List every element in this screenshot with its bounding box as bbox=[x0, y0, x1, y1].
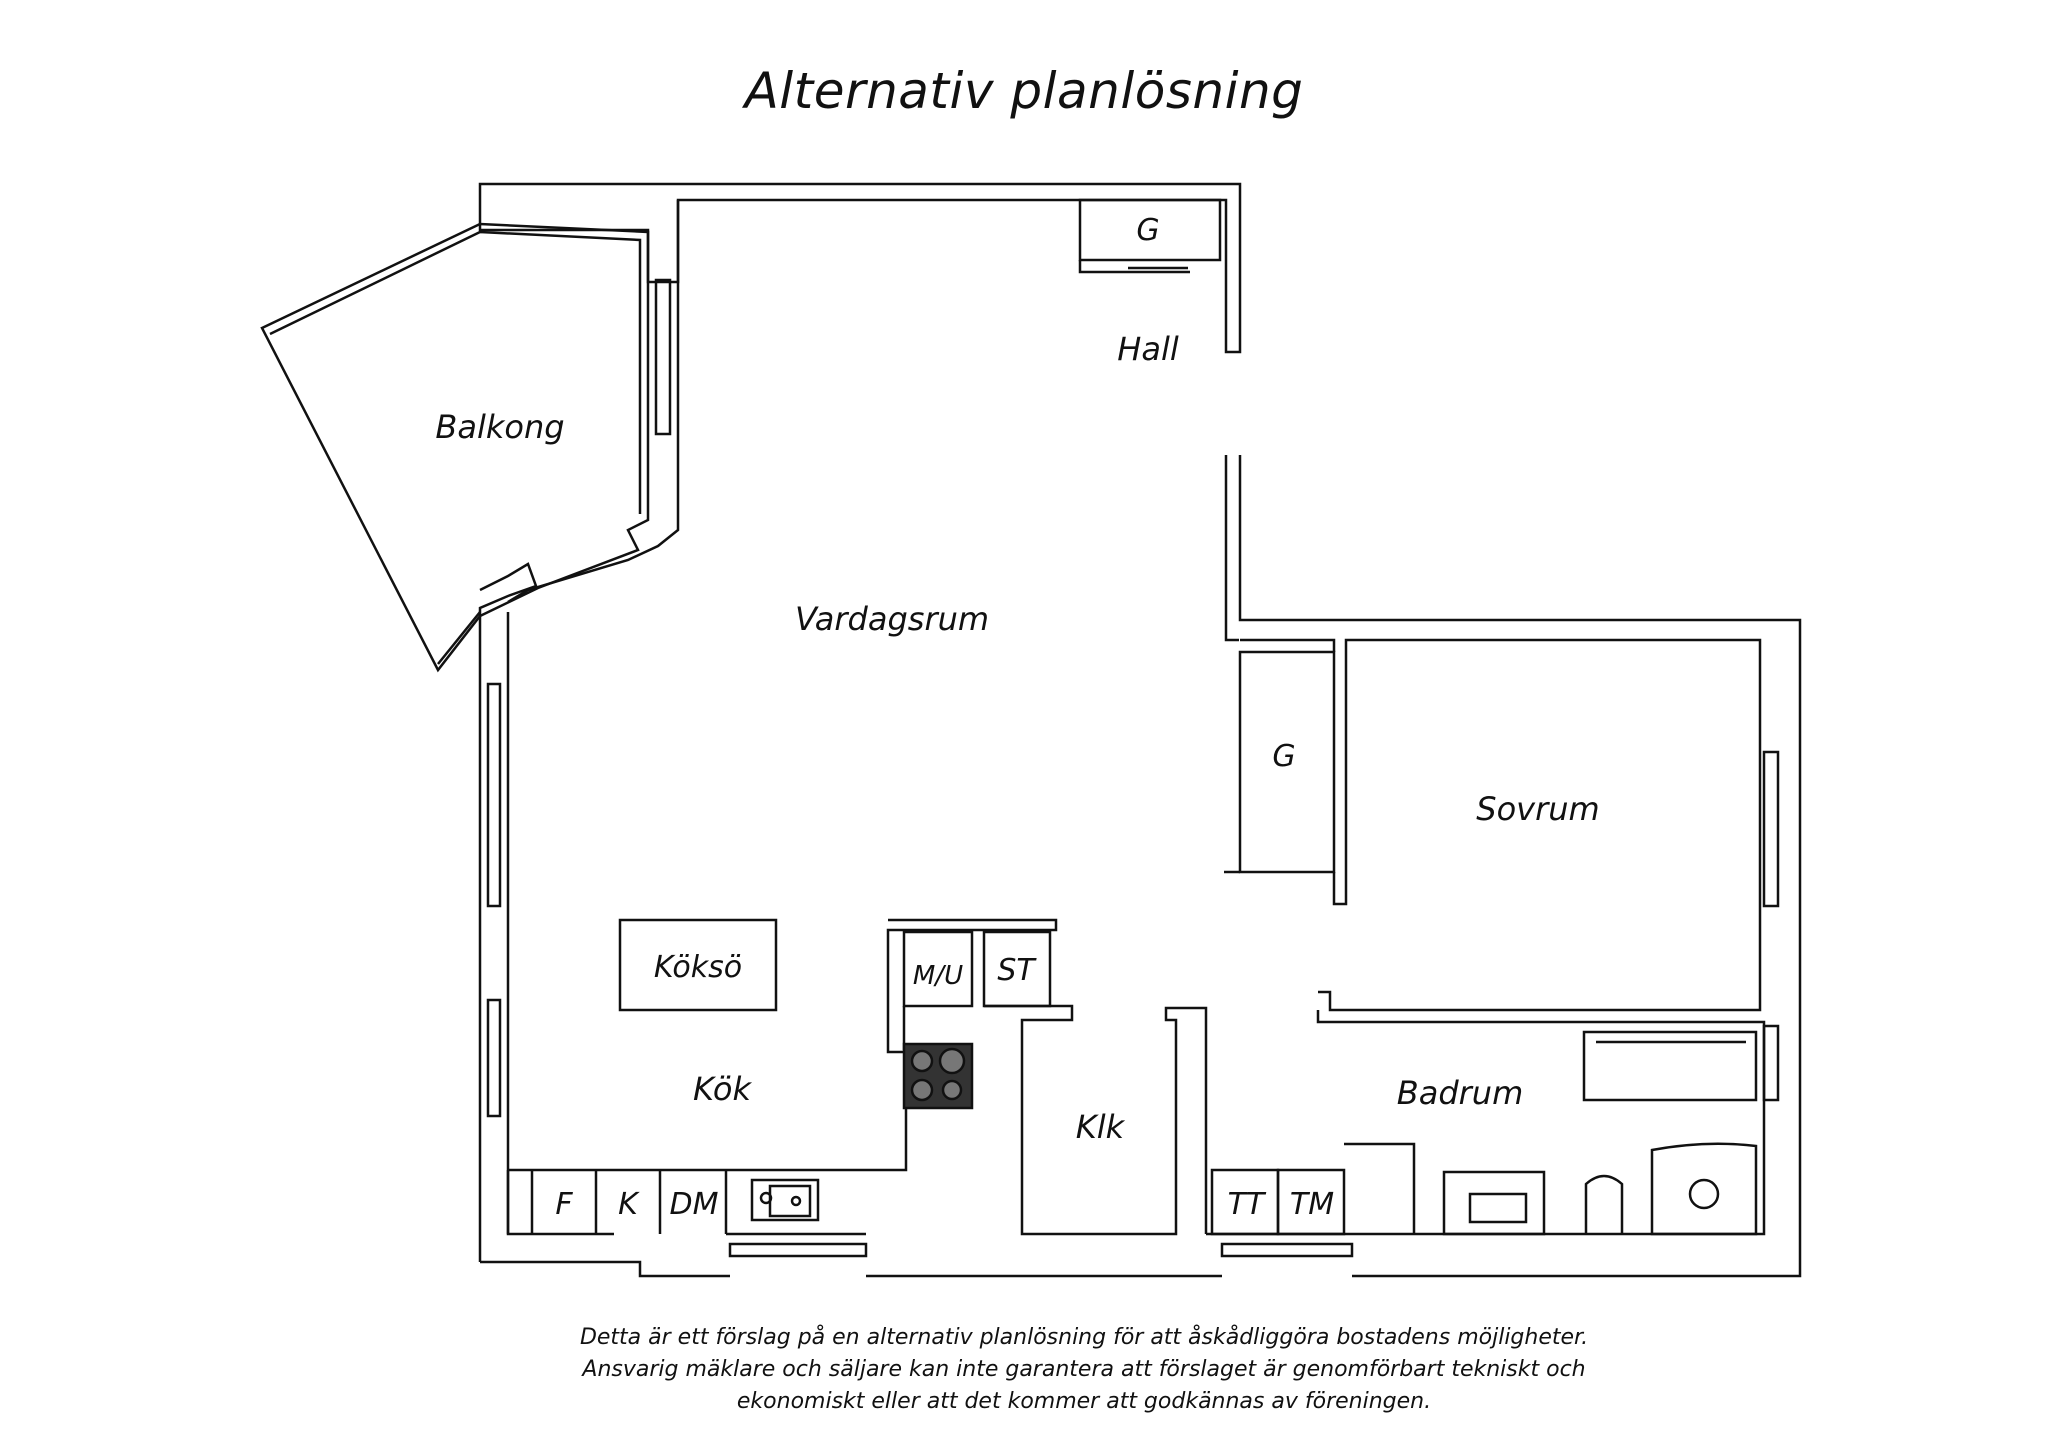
inner-wall-hall-east bbox=[1224, 455, 1239, 642]
shower bbox=[1650, 1142, 1758, 1236]
bathtub bbox=[1582, 1030, 1758, 1102]
room-label-mu: M/U bbox=[913, 961, 963, 991]
room-label-vardagsrum: Vardagsrum bbox=[795, 600, 989, 638]
window-south-bath bbox=[1220, 1242, 1354, 1258]
disclaimer-line-3: ekonomiskt eller att det kommer att godk… bbox=[736, 1389, 1432, 1414]
tm-cabinet bbox=[1276, 1168, 1346, 1236]
room-label-hall: Hall bbox=[1117, 330, 1179, 368]
outer-wall bbox=[478, 182, 1242, 354]
room-label-balkong: Balkong bbox=[435, 408, 564, 446]
hall-wardrobe bbox=[1078, 198, 1222, 262]
window-east-bedroom bbox=[1762, 750, 1780, 908]
bathroom-vanity bbox=[1442, 1170, 1546, 1236]
kitchen-sink bbox=[750, 1178, 820, 1222]
living-room-wall bbox=[507, 200, 680, 604]
window-west-2 bbox=[486, 998, 502, 1118]
disclaimer-line-2: Ansvarig mäklare och säljare kan inte ga… bbox=[582, 1357, 1586, 1382]
disclaimer: Detta är ett förslag på en alternativ pl… bbox=[524, 1322, 1644, 1418]
room-label-sovrum: Sovrum bbox=[1476, 790, 1599, 828]
room-label-hall-wardrobe: G bbox=[1136, 213, 1159, 248]
room-label-k: K bbox=[618, 1187, 640, 1222]
room-label-st: ST bbox=[997, 953, 1037, 988]
room-label-tm: TM bbox=[1290, 1187, 1334, 1222]
window-south-kitchen bbox=[728, 1242, 868, 1258]
window-west-1 bbox=[486, 682, 502, 908]
balcony bbox=[260, 222, 650, 673]
room-label-kokso: Köksö bbox=[654, 950, 742, 985]
kitchen-counter bbox=[508, 918, 1058, 1172]
bedroom-wall bbox=[1240, 638, 1336, 652]
room-label-badrum: Badrum bbox=[1397, 1074, 1523, 1112]
disclaimer-line-1: Detta är ett förslag på en alternativ pl… bbox=[579, 1325, 1589, 1350]
room-label-f: F bbox=[555, 1187, 573, 1222]
room-label-kok: Kök bbox=[693, 1070, 752, 1108]
room-label-bedroom-wardrobe: G bbox=[1272, 739, 1295, 774]
outer-wall-west bbox=[478, 562, 538, 1262]
window-east-bath bbox=[1762, 1024, 1780, 1102]
room-label-klk: Klk bbox=[1076, 1108, 1126, 1146]
mu-cabinet bbox=[902, 930, 974, 1008]
bathroom-wall bbox=[1206, 1010, 1766, 1236]
kokso-island bbox=[618, 918, 778, 1012]
page-title: Alternativ planlösning bbox=[744, 62, 1304, 120]
toilet bbox=[1584, 1174, 1624, 1234]
bedroom-wardrobe bbox=[1238, 650, 1336, 874]
outer-wall-south bbox=[480, 1260, 730, 1278]
room-label-dm: DM bbox=[670, 1187, 719, 1222]
outer-wall-east bbox=[1238, 455, 1802, 1278]
room-label-tt: TT bbox=[1228, 1187, 1267, 1222]
window-balcony bbox=[654, 278, 672, 436]
